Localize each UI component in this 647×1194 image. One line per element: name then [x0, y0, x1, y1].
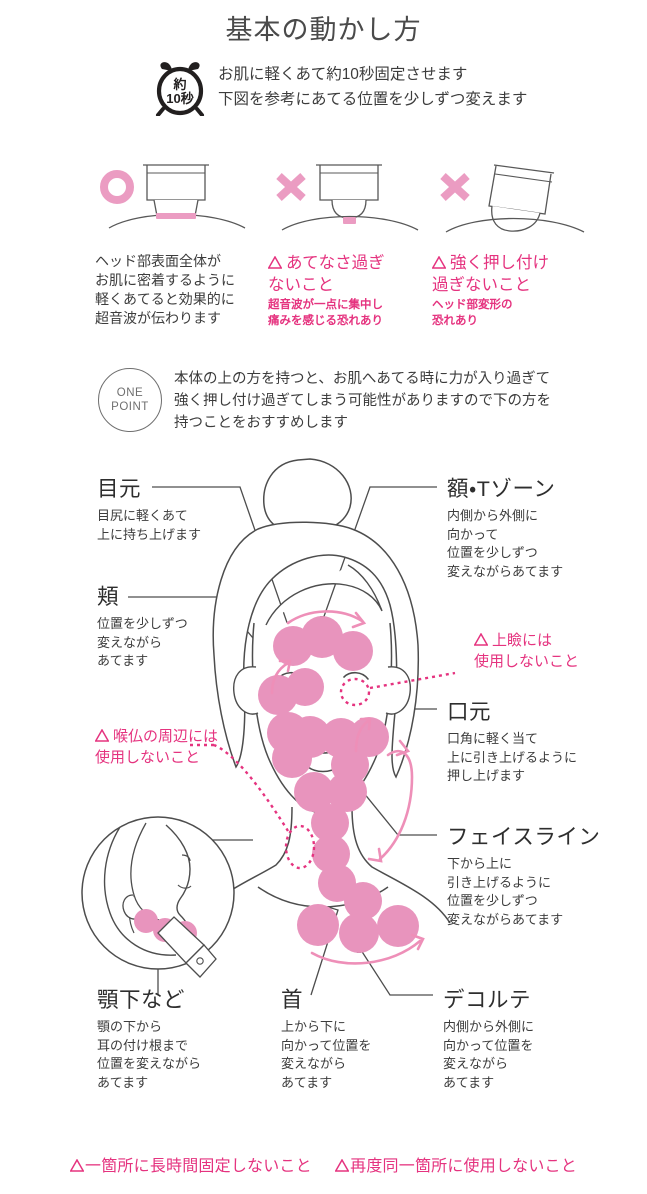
device-illustration-correct [95, 160, 275, 245]
usage-caption-too-light: あてなさ過ぎ ないこと [268, 252, 448, 296]
warning-triangle-icon [268, 256, 282, 269]
usage-panel-too-hard: 強く押し付け 過ぎないこと ヘッド部変形の 恐れあり [432, 160, 612, 329]
warning-throat-label: 喉仏の周辺には 使用しないこと [95, 728, 219, 766]
eyelid-exclusion [339, 671, 456, 707]
label-jaw-body: 顎の下から 耳の付け根まで 位置を変えながら あてます [97, 1019, 202, 1090]
device-illustration-too-light [268, 160, 448, 245]
label-jaw-head: 顎下など [97, 988, 186, 1012]
treatment-dots [258, 616, 419, 953]
jaw-inset [81, 816, 235, 978]
usage-caption-correct: ヘッド部表面全体が お肌に密着するように 軽くあてると効果的に 超音波が伝わりま… [95, 253, 235, 326]
one-point-badge-line1: ONE [116, 387, 144, 399]
label-faceline: フェイスライン 下から上に 引き上げるように 位置を少しずつ 変えながらあてます [447, 825, 600, 929]
label-faceline-body: 下から上に 引き上げるように 位置を少しずつ 変えながらあてます [447, 856, 564, 927]
label-decollete-body: 内側から外側に 向かって位置を 変えながら あてます [443, 1019, 535, 1090]
timer-instruction: 約 10秒 お肌に軽くあて約10秒固定させます 下図を参考にあてる位置を少しずつ… [152, 60, 572, 118]
label-forehead-body: 内側から外側に 向かって 位置を少しずつ 変えながらあてます [447, 508, 564, 579]
warning-eyelid-label: 上瞼には 使用しないこと [474, 632, 580, 670]
footer-warning-1: 一箇所に長時間固定しないこと [70, 1158, 312, 1175]
circle-ok-mark [100, 170, 134, 204]
eyebrow-right [343, 671, 369, 680]
svg-text:10秒: 10秒 [166, 91, 193, 106]
warning-eyelid-text: 上瞼には 使用しないこと [474, 630, 579, 672]
face-diagram [0, 455, 647, 1125]
label-neck-body: 上から下に 向かって位置を 変えながら あてます [281, 1019, 372, 1090]
one-point-badge: ONE POINT [98, 368, 162, 432]
label-eye-body: 目尻に軽くあて 上に持ち上げます [97, 508, 202, 542]
timer-instruction-text: お肌に軽くあて約10秒固定させます 下図を参考にあてる位置を少しずつ変えます [218, 66, 528, 108]
face-diagram-art [81, 458, 456, 996]
label-forehead-head: 額・Tゾーン [447, 477, 556, 501]
label-jaw: 顎下など 顎の下から 耳の付け根まで 位置を変えながら あてます [97, 988, 201, 1092]
label-decollete-head: デコルテ [443, 988, 532, 1012]
label-cheek: 頬 位置を少しずつ 変えながら あてます [97, 585, 188, 671]
hair-fringe [265, 564, 383, 626]
usage-sub-too-hard: ヘッド部変形の 恐れあり [432, 299, 513, 327]
usage-caption-too-hard: 強く押し付け 過ぎないこと [432, 252, 612, 296]
usage-caption-too-hard-text: 強く押し付け 過ぎないこと [432, 254, 549, 294]
warning-triangle-icon [335, 1159, 350, 1172]
one-point-badge-line2: POINT [111, 401, 149, 413]
usage-panel-too-light: あてなさ過ぎ ないこと 超音波が一点に集中し 痛みを感じる恐れあり [268, 160, 448, 329]
direction-arrows [270, 610, 425, 965]
head-outline [212, 458, 420, 779]
page-title: 基本の動かし方 [225, 15, 422, 45]
label-faceline-head: フェイスライン [447, 825, 601, 849]
ear-left [233, 666, 259, 715]
label-mouth-body: 口角に軽く当て 上に引き上げるように 押し上げます [447, 731, 578, 783]
label-cheek-body: 位置を少しずつ 変えながら あてます [97, 616, 188, 668]
ear-right [385, 666, 411, 715]
label-forehead: 額・Tゾーン 内側から外側に 向かって 位置を少しずつ 変えながらあてます [447, 477, 563, 581]
warning-triangle-icon [70, 1159, 85, 1172]
warning-triangle-icon [474, 633, 488, 646]
one-point-block: ONE POINT 本体の上の方を持つと、お肌へあてる時に力が入り過ぎて 強く押… [98, 365, 578, 445]
usage-sub-too-light: 超音波が一点に集中し 痛みを感じる恐れあり [268, 299, 383, 327]
device-illustration-too-hard [432, 160, 612, 245]
label-decollete: デコルテ 内側から外側に 向かって位置を 変えながら あてます [443, 988, 534, 1092]
warning-throat-text: 喉仏の周辺には 使用しないこと [95, 726, 218, 768]
one-point-text: 本体の上の方を持つと、お肌へあてる時に力が入り過ぎて 強く押し付け過ぎてしまう可… [174, 371, 551, 431]
label-eye-head: 目元 [97, 477, 142, 501]
warning-triangle-icon [432, 256, 446, 269]
footer-warnings: 一箇所に長時間固定しないこと 再度同一箇所に使用しないこと [0, 1152, 647, 1176]
footer-warning-2: 再度同一箇所に使用しないこと [335, 1158, 577, 1175]
warning-eyelid: 上瞼には 使用しないこと [474, 630, 579, 672]
alarm-clock-icon: 約 10秒 [156, 62, 204, 116]
cross-ng-mark [440, 173, 470, 201]
usage-caption-too-light-text: あてなさ過ぎ ないこと [268, 254, 385, 294]
footer-warning-1-text: 一箇所に長時間固定しないこと [85, 1158, 312, 1175]
label-mouth-head: 口元 [447, 700, 492, 724]
throat-exclusion [188, 743, 316, 870]
label-neck: 首 上から下に 向かって位置を 変えながら あてます [281, 988, 371, 1092]
usage-panel-correct: ヘッド部表面全体が お肌に密着するように 軽くあてると効果的に 超音波が伝わりま… [95, 160, 275, 328]
label-mouth: 口元 口角に軽く当て 上に引き上げるように 押し上げます [447, 700, 577, 786]
footer-warning-2-text: 再度同一箇所に使用しないこと [350, 1158, 577, 1175]
cross-ng-mark [276, 173, 306, 201]
label-eye: 目元 目尻に軽くあて 上に持ち上げます [97, 477, 201, 544]
warning-throat: 喉仏の周辺には 使用しないこと [95, 726, 218, 768]
label-cheek-head: 頬 [97, 585, 120, 609]
svg-text:約: 約 [172, 77, 186, 92]
label-neck-head: 首 [281, 988, 304, 1012]
warning-triangle-icon [95, 729, 109, 742]
